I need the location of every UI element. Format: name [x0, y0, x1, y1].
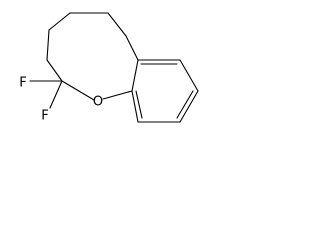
- fluorine-lower-label: F: [41, 109, 48, 124]
- bond-benzene-6: [131, 59, 139, 92]
- bond-benzene-5: [131, 90, 139, 123]
- molecule-diagram: F F O: [19, 12, 199, 124]
- bond-cf2-f-lower: [49, 80, 63, 109]
- oxygen-label: O: [93, 95, 103, 110]
- bond-c3-cf2: [46, 59, 63, 82]
- bond-c6-c5: [107, 12, 127, 37]
- benzene-double-bond-right: [176, 90, 194, 119]
- bond-benzene-2: [179, 59, 199, 92]
- bond-c1-c2: [48, 12, 71, 31]
- structure-canvas: F F O: [0, 0, 204, 135]
- bond-c5-c4a: [125, 35, 139, 61]
- bond-c2-c3: [46, 29, 50, 61]
- fluorine-upper-label: F: [19, 76, 26, 91]
- bond-o-c8a: [102, 90, 133, 100]
- bond-benzene-3: [179, 90, 199, 123]
- benzene-double-bond-left: [135, 90, 143, 119]
- bond-cf2-o: [61, 80, 95, 101]
